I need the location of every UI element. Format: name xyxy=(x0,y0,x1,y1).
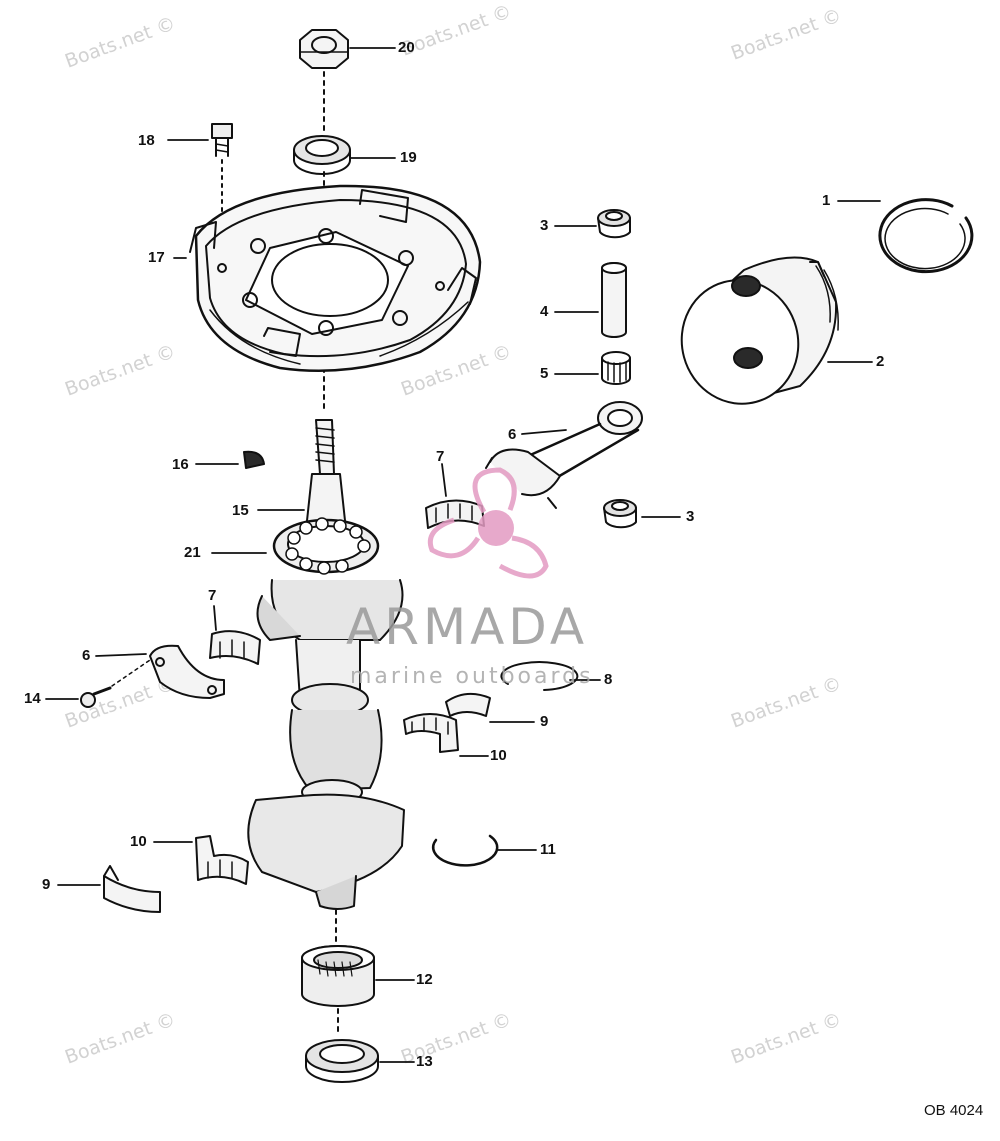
callout-label: 9 xyxy=(540,713,549,730)
stator-plate-part xyxy=(189,184,482,372)
callout-label: 8 xyxy=(604,671,613,688)
rod-cap-part xyxy=(149,644,225,699)
callout-label: 7 xyxy=(208,587,217,604)
snap-ring-part xyxy=(431,834,499,867)
callout-label: 7 xyxy=(436,448,445,465)
callout-label: 14 xyxy=(24,690,41,707)
brand-tagline: marine outboards xyxy=(350,664,594,689)
callout-label: 3 xyxy=(540,217,549,234)
piston-pin-part xyxy=(601,262,627,338)
bearing-cage-part-left-lower xyxy=(195,835,249,885)
piston-ring-part xyxy=(878,198,974,274)
retaining-ring-part xyxy=(500,661,579,691)
connecting-rod-part xyxy=(485,401,643,509)
callout-label: 21 xyxy=(184,544,201,561)
bearing-cage-part-left xyxy=(209,630,261,665)
callout-label: 20 xyxy=(398,39,415,56)
needle-bearing-part xyxy=(601,351,631,385)
callout-label: 13 xyxy=(416,1053,433,1070)
leader-lines xyxy=(45,47,881,1063)
callout-label: 4 xyxy=(540,303,549,320)
bearing-cage-part-right-lower xyxy=(403,713,459,753)
screw-part xyxy=(211,123,233,157)
bearing-half-part-right xyxy=(445,692,491,717)
callout-label: 5 xyxy=(540,365,549,382)
bushing-part-upper xyxy=(597,209,631,239)
callout-label: 1 xyxy=(822,192,831,209)
hex-nut-part xyxy=(299,29,349,69)
callout-label: 17 xyxy=(148,249,165,266)
callout-label: 15 xyxy=(232,502,249,519)
callout-label: 10 xyxy=(130,833,147,850)
bolt-part xyxy=(80,659,151,708)
bearing-half-part-left xyxy=(103,865,161,913)
callout-label: 16 xyxy=(172,456,189,473)
callout-label: 11 xyxy=(540,841,556,858)
callout-label: 2 xyxy=(876,353,885,370)
seal-part xyxy=(305,1039,379,1083)
woodruff-key-part xyxy=(243,450,265,469)
callout-label: 6 xyxy=(508,426,517,443)
callout-label: 10 xyxy=(490,747,507,764)
callout-label: 3 xyxy=(686,508,695,525)
brand-name: ARMADA xyxy=(346,598,589,656)
armada-propeller-logo xyxy=(427,467,549,579)
figure-code: OB 4024 xyxy=(924,1102,984,1119)
callout-label: 12 xyxy=(416,971,433,988)
piston-part xyxy=(680,256,839,405)
callout-label: 19 xyxy=(400,149,417,166)
seal-ring-part xyxy=(293,135,351,175)
callout-label: 6 xyxy=(82,647,91,664)
crankshaft-part xyxy=(247,419,405,910)
callout-label: 18 xyxy=(138,132,155,149)
bearing-cage-part-right xyxy=(425,499,485,529)
roller-bearing-part xyxy=(301,945,375,1007)
bushing-part-lower xyxy=(603,499,637,529)
callout-label: 9 xyxy=(42,876,51,893)
